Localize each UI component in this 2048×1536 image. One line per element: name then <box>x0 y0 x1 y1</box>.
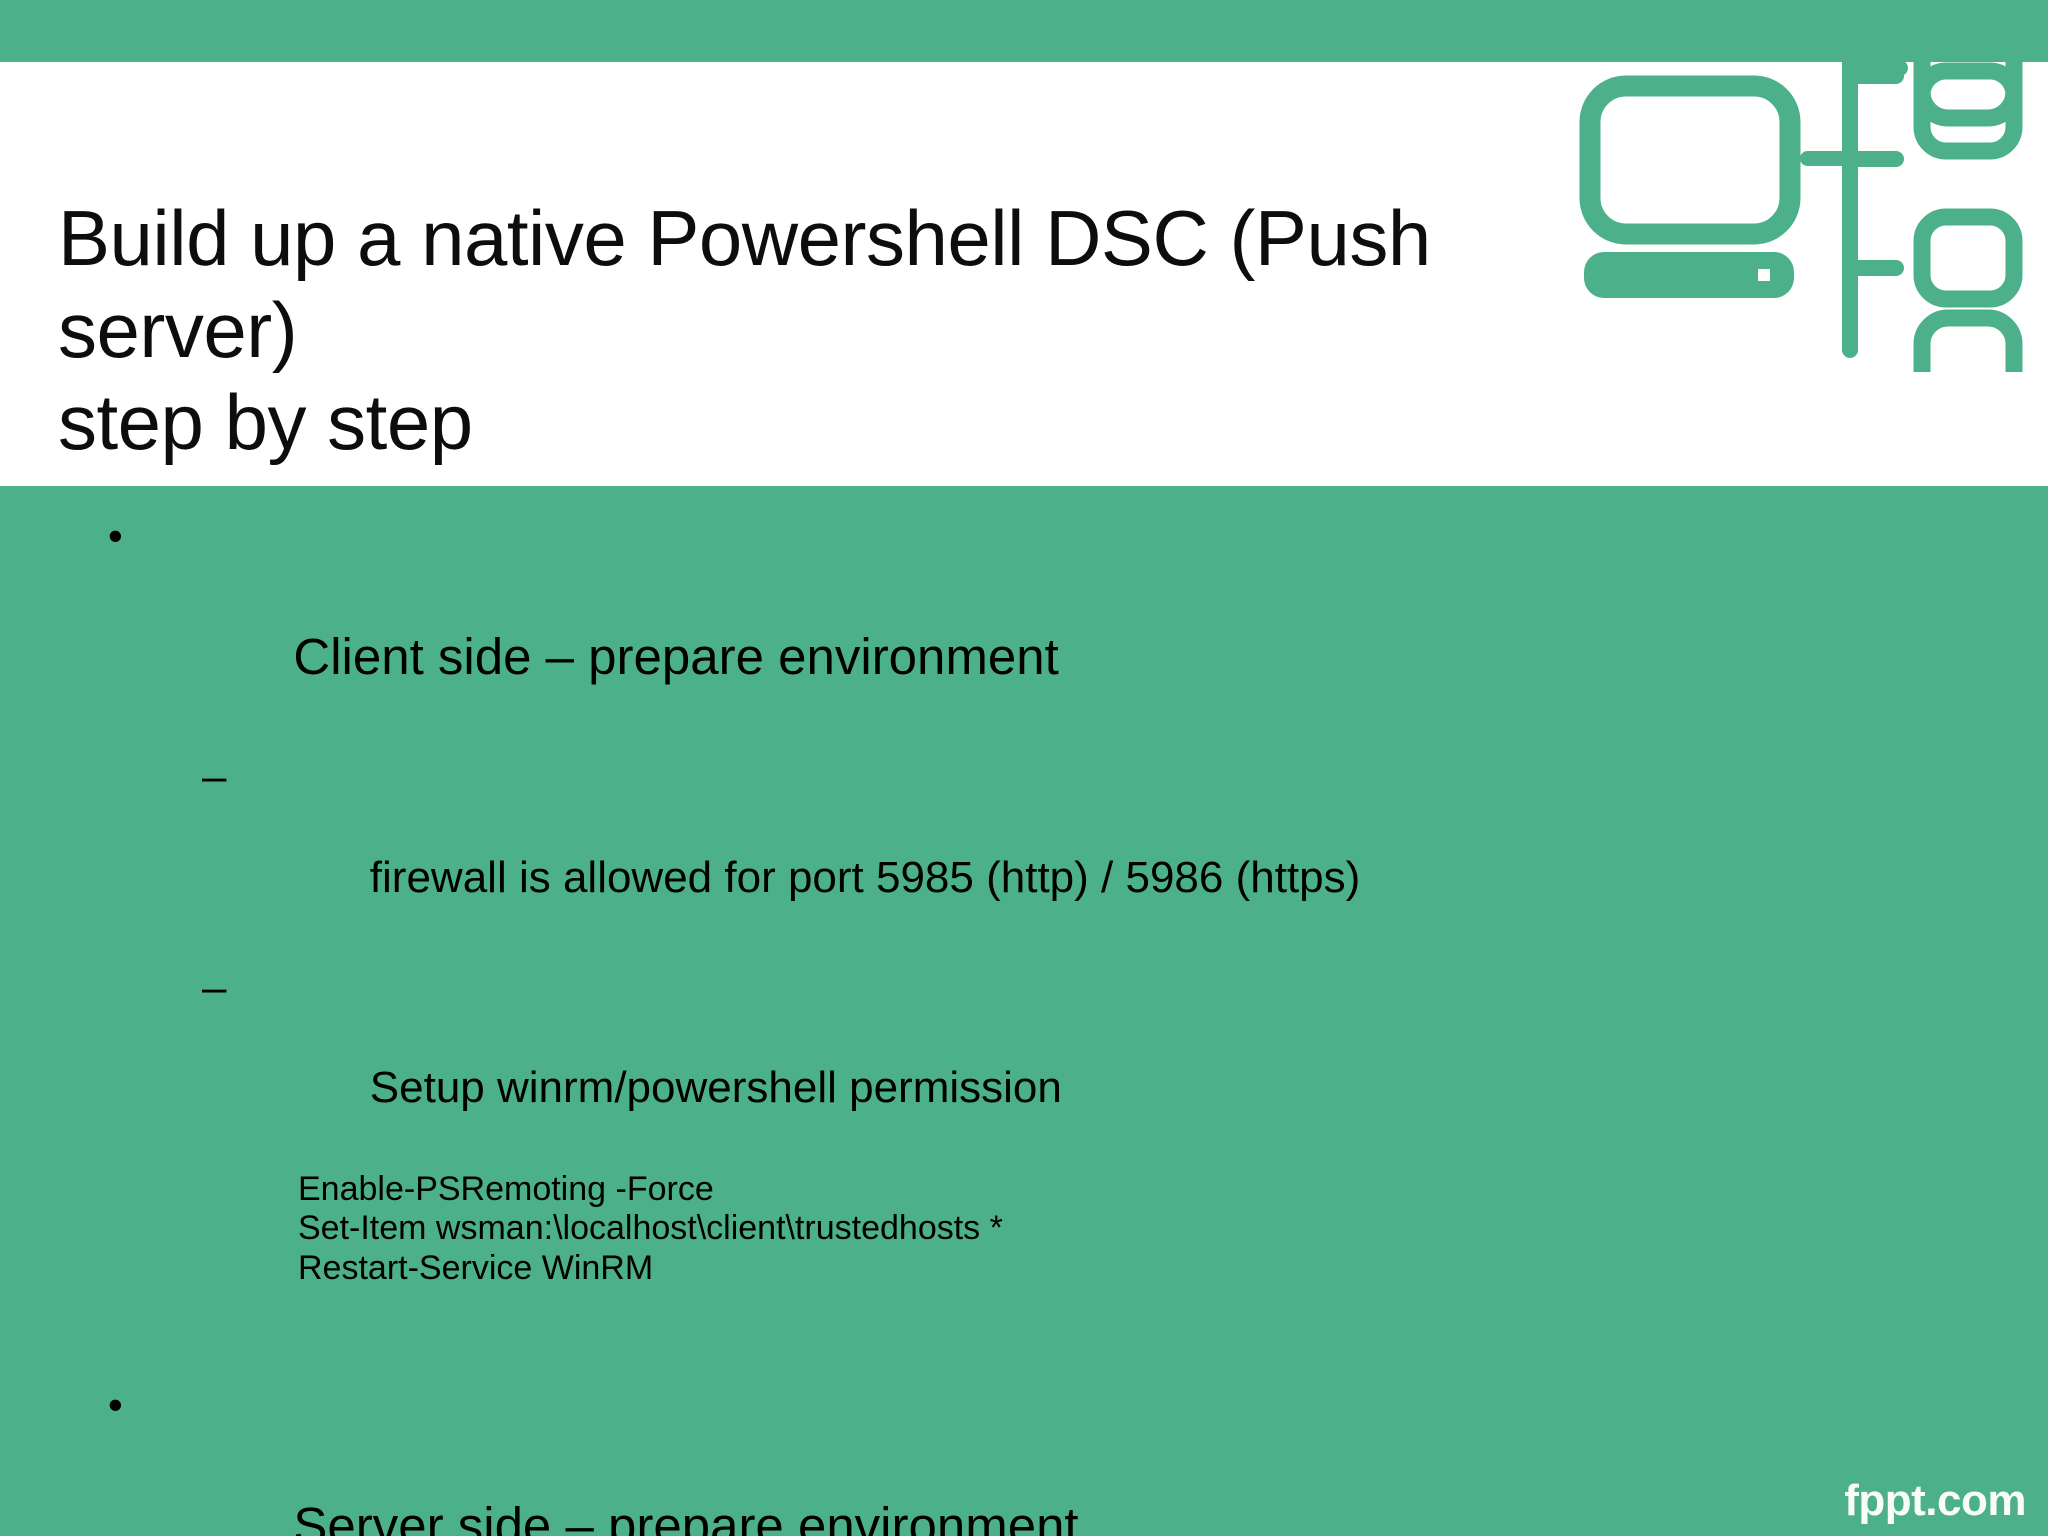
section-spacer <box>0 1289 2048 1383</box>
bullet-dot-icon: • <box>108 1380 123 1428</box>
slide-title: Build up a native Powershell DSC (Push s… <box>58 194 1431 467</box>
top-accent-bar <box>0 0 2048 62</box>
bullet-server-side: • Server side – prepare environment <box>98 1380 2048 1536</box>
fppt-watermark: fppt.com <box>1844 1476 2026 1525</box>
sub-bullet-client-firewall: – firewall is allowed for port 5985 (htt… <box>194 752 2048 953</box>
bullet-server-side-label: Server side – prepare environment <box>293 1497 1079 1536</box>
sub-bullet-client-firewall-label: firewall is allowed for port 5985 (http)… <box>369 852 1361 902</box>
bullet-dot-icon: • <box>108 512 123 559</box>
sub-bullet-client-winrm-label: Setup winrm/powershell permission <box>369 1063 1062 1113</box>
bullet-client-side: • Client side – prepare environment <box>98 512 2048 742</box>
dash-icon: – <box>202 752 227 802</box>
bullet-content: • Client side – prepare environment – fi… <box>0 486 2048 1536</box>
network-topology-icon <box>1578 62 2048 372</box>
sub-bullet-client-winrm: – Setup winrm/powershell permission <box>194 963 2048 1164</box>
slide-body: • Client side – prepare environment – fi… <box>0 486 2048 1536</box>
code-snippet-client: Enable-PSRemoting -Force Set-Item wsman:… <box>298 1169 1003 1288</box>
dash-icon: – <box>202 963 227 1013</box>
bullet-client-side-label: Client side – prepare environment <box>293 628 1059 686</box>
